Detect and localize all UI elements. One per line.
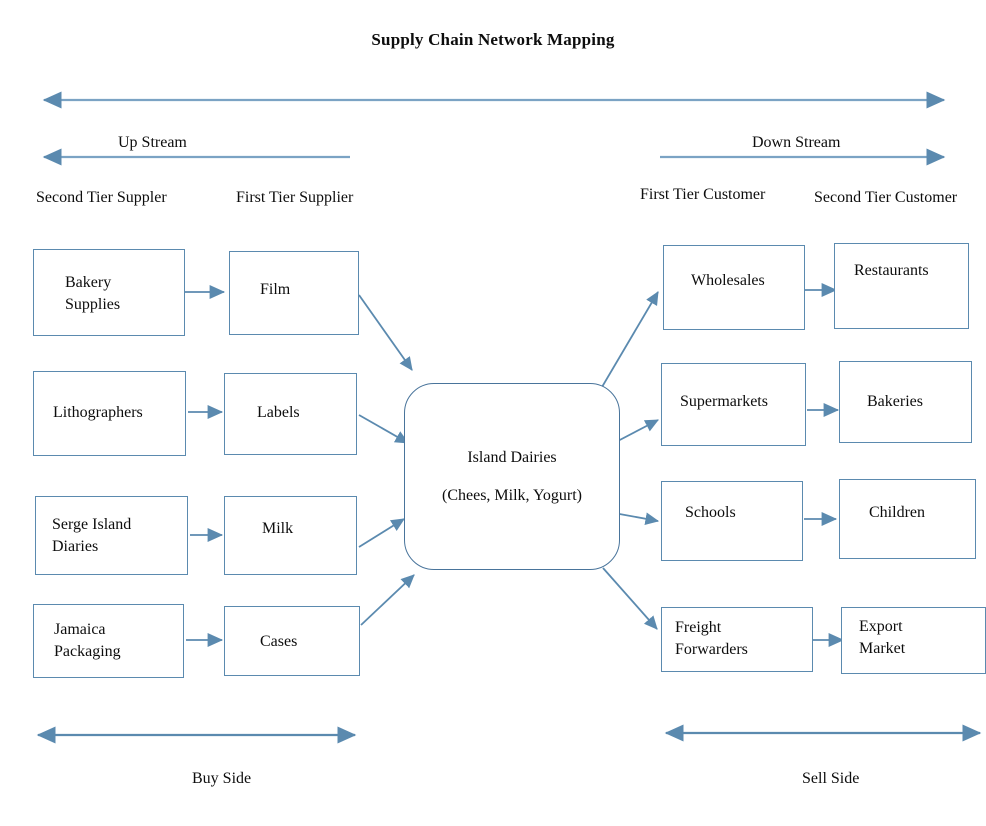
- node-freight-forwarders[interactable]: Freight Forwarders: [661, 607, 813, 672]
- node-jamaica-packaging[interactable]: Jamaica Packaging: [33, 604, 184, 678]
- tier-label-first-supplier: First Tier Supplier: [236, 189, 354, 206]
- connector-milk-hub: [358, 518, 405, 548]
- node-cases[interactable]: Cases: [224, 606, 360, 676]
- node-bakery-supplies-label: Bakery Supplies: [65, 274, 121, 314]
- node-children-label: Children: [869, 504, 925, 521]
- node-labels-label: Labels: [257, 404, 300, 421]
- node-serge-island-diaries-label: Serge Island Diaries: [52, 516, 132, 556]
- buy-side-label: Buy Side: [192, 770, 252, 787]
- connector-hub-freight: [602, 567, 658, 630]
- node-lithographers-label: Lithographers: [53, 404, 143, 421]
- hub-text-block: Island Dairies (Chees, Milk, Yogurt): [405, 446, 619, 506]
- node-bakery-supplies[interactable]: Bakery Supplies: [33, 249, 185, 336]
- node-wholesales[interactable]: Wholesales: [663, 245, 805, 330]
- node-film-label: Film: [260, 281, 291, 298]
- tier-label-second-customer: Second Tier Customer: [814, 189, 958, 206]
- node-labels[interactable]: Labels: [224, 373, 357, 455]
- connector-hub-supermarkets: [613, 419, 659, 444]
- connector-hub-wholesales: [601, 291, 659, 388]
- node-restaurants-label: Restaurants: [854, 262, 929, 279]
- tier-label-first-customer: First Tier Customer: [640, 186, 766, 203]
- tier-label-second-supplier: Second Tier Suppler: [36, 189, 167, 206]
- page-title: Supply Chain Network Mapping: [371, 30, 615, 49]
- node-milk-label: Milk: [262, 520, 294, 537]
- node-film[interactable]: Film: [229, 251, 359, 335]
- node-cases-label: Cases: [260, 633, 298, 650]
- downstream-label: Down Stream: [752, 134, 841, 151]
- node-lithographers[interactable]: Lithographers: [33, 371, 186, 456]
- hub-name: Island Dairies: [467, 448, 557, 466]
- hub-products: (Chees, Milk, Yogurt): [441, 486, 582, 504]
- node-schools[interactable]: Schools: [661, 481, 803, 561]
- connector-hub-schools: [613, 512, 660, 525]
- node-jamaica-packaging-label: Jamaica Packaging: [54, 621, 121, 661]
- connector-labels-hub: [358, 414, 409, 444]
- node-wholesales-label: Wholesales: [691, 272, 765, 289]
- upstream-label: Up Stream: [118, 134, 187, 151]
- node-bakeries[interactable]: Bakeries: [839, 361, 972, 443]
- node-bakeries-label: Bakeries: [867, 393, 923, 410]
- node-island-dairies-hub[interactable]: Island Dairies (Chees, Milk, Yogurt): [404, 383, 620, 570]
- node-supermarkets[interactable]: Supermarkets: [661, 363, 806, 446]
- connector-cases-hub: [360, 574, 415, 626]
- node-supermarkets-label: Supermarkets: [680, 393, 768, 410]
- node-restaurants[interactable]: Restaurants: [834, 243, 969, 329]
- node-serge-island-diaries[interactable]: Serge Island Diaries: [35, 496, 188, 575]
- node-milk[interactable]: Milk: [224, 496, 357, 575]
- node-freight-forwarders-label: Freight Forwarders: [675, 619, 748, 659]
- node-export-market-label: Export Market: [859, 618, 906, 658]
- sell-side-label: Sell Side: [802, 770, 860, 787]
- connector-film-hub: [358, 294, 413, 371]
- node-schools-label: Schools: [685, 504, 736, 521]
- node-children[interactable]: Children: [839, 479, 976, 559]
- node-export-market[interactable]: Export Market: [841, 607, 986, 674]
